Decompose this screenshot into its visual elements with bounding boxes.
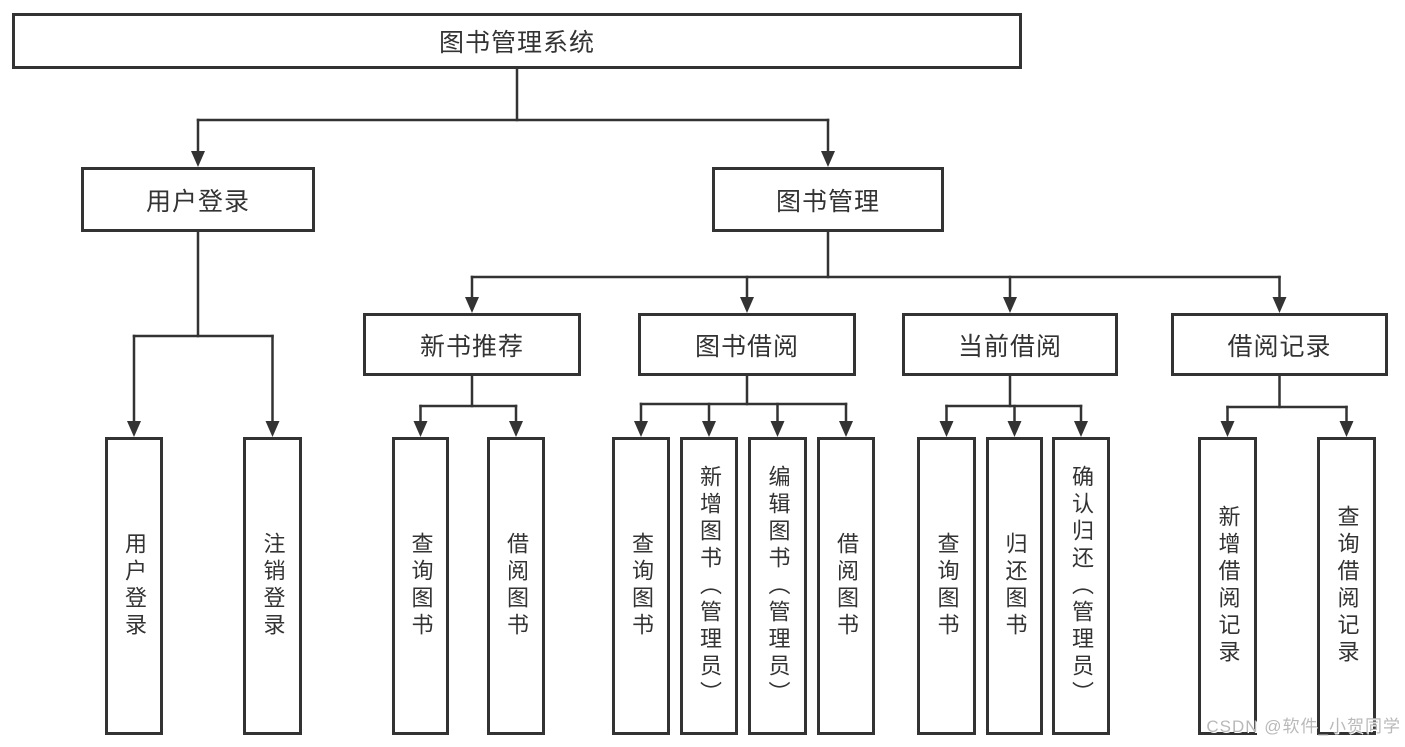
node-vAddRecord: 新增借阅记录 <box>1198 437 1257 735</box>
node-currentBorrow: 当前借阅 <box>902 313 1118 376</box>
node-newBooks-label: 新书推荐 <box>419 332 524 361</box>
node-vBorrowBook: 借阅图书 <box>817 437 875 735</box>
node-vReturnBook: 归还图书 <box>986 437 1043 735</box>
node-vConfirmReturn: 确认归还（管理员） <box>1052 437 1110 735</box>
node-vLogin: 用户登录 <box>105 437 163 735</box>
node-borrowRecords: 借阅记录 <box>1171 313 1388 376</box>
node-vAddBook: 新增图书（管理员） <box>680 437 738 735</box>
arrowhead-icon <box>413 421 428 437</box>
node-userLogin: 用户登录 <box>81 167 315 232</box>
node-vQueryNew: 查询图书 <box>392 437 449 735</box>
node-vLogin-label: 用户登录 <box>122 532 147 640</box>
arrowhead-icon <box>465 297 479 313</box>
node-vLogout: 注销登录 <box>243 437 302 735</box>
node-vBorrowNew-label: 借阅图书 <box>504 532 529 640</box>
csdn-watermark: CSDN @软件_小贺同学 <box>1206 717 1401 736</box>
node-vBorrowNew: 借阅图书 <box>487 437 545 735</box>
node-vAddBook-label: 新增图书（管理员） <box>697 464 722 708</box>
node-vQueryBorrow: 查询图书 <box>612 437 670 735</box>
node-root-label: 图书管理系统 <box>438 29 595 57</box>
arrowhead-icon <box>1007 421 1022 437</box>
node-vQueryCurrent: 查询图书 <box>917 437 976 735</box>
node-vEditBook: 编辑图书（管理员） <box>748 437 807 735</box>
edges-from-currentBorrow <box>939 372 1088 437</box>
node-borrowRecords-label: 借阅记录 <box>1227 332 1332 361</box>
arrowhead-icon <box>702 421 716 437</box>
node-vQueryBorrow-label: 查询图书 <box>629 532 654 640</box>
node-vBorrowBook-label: 借阅图书 <box>834 532 859 640</box>
arrowhead-icon <box>1003 297 1017 313</box>
node-bookMgmt-label: 图书管理 <box>775 187 880 216</box>
edges-from-bookBorrow <box>634 372 853 437</box>
edges-from-bookMgmt <box>465 228 1287 313</box>
arrowhead-icon <box>839 421 853 437</box>
arrowhead-icon <box>127 421 141 437</box>
node-currentBorrow-label: 当前借阅 <box>957 332 1062 361</box>
node-bookMgmt: 图书管理 <box>712 167 944 232</box>
arrowhead-icon <box>1074 421 1088 437</box>
node-vEditBook-label: 编辑图书（管理员） <box>765 464 791 708</box>
arrowhead-icon <box>740 297 754 313</box>
arrowhead-icon <box>634 421 648 437</box>
node-userLogin-label: 用户登录 <box>145 187 250 216</box>
arrowhead-icon <box>770 421 785 437</box>
node-vReturnBook-label: 归还图书 <box>1002 532 1028 640</box>
arrowhead-icon <box>1220 421 1235 437</box>
edges-from-root <box>191 65 835 167</box>
arrowhead-icon <box>191 151 205 167</box>
node-vQueryRecord: 查询借阅记录 <box>1317 437 1376 735</box>
arrowhead-icon <box>1272 297 1287 313</box>
node-root: 图书管理系统 <box>12 13 1022 69</box>
node-bookBorrow-label: 图书借阅 <box>694 332 799 361</box>
edges-from-borrowRecords <box>1220 372 1354 437</box>
node-vConfirmReturn-label: 确认归还（管理员） <box>1069 464 1094 708</box>
node-newBooks: 新书推荐 <box>363 313 581 376</box>
node-vAddRecord-label: 新增借阅记录 <box>1215 505 1241 667</box>
arrowhead-icon <box>939 421 954 437</box>
node-vQueryCurrent-label: 查询图书 <box>934 532 960 640</box>
edges-from-newBooks <box>413 372 523 437</box>
node-vQueryNew-label: 查询图书 <box>408 532 434 640</box>
node-vLogout-label: 注销登录 <box>260 532 286 640</box>
arrowhead-icon <box>509 421 523 437</box>
node-bookBorrow: 图书借阅 <box>638 313 856 376</box>
edges-from-userLogin <box>127 228 280 437</box>
node-vQueryRecord-label: 查询借阅记录 <box>1334 505 1360 667</box>
arrowhead-icon <box>821 151 835 167</box>
arrowhead-icon <box>1339 421 1354 437</box>
arrowhead-icon <box>265 421 280 437</box>
